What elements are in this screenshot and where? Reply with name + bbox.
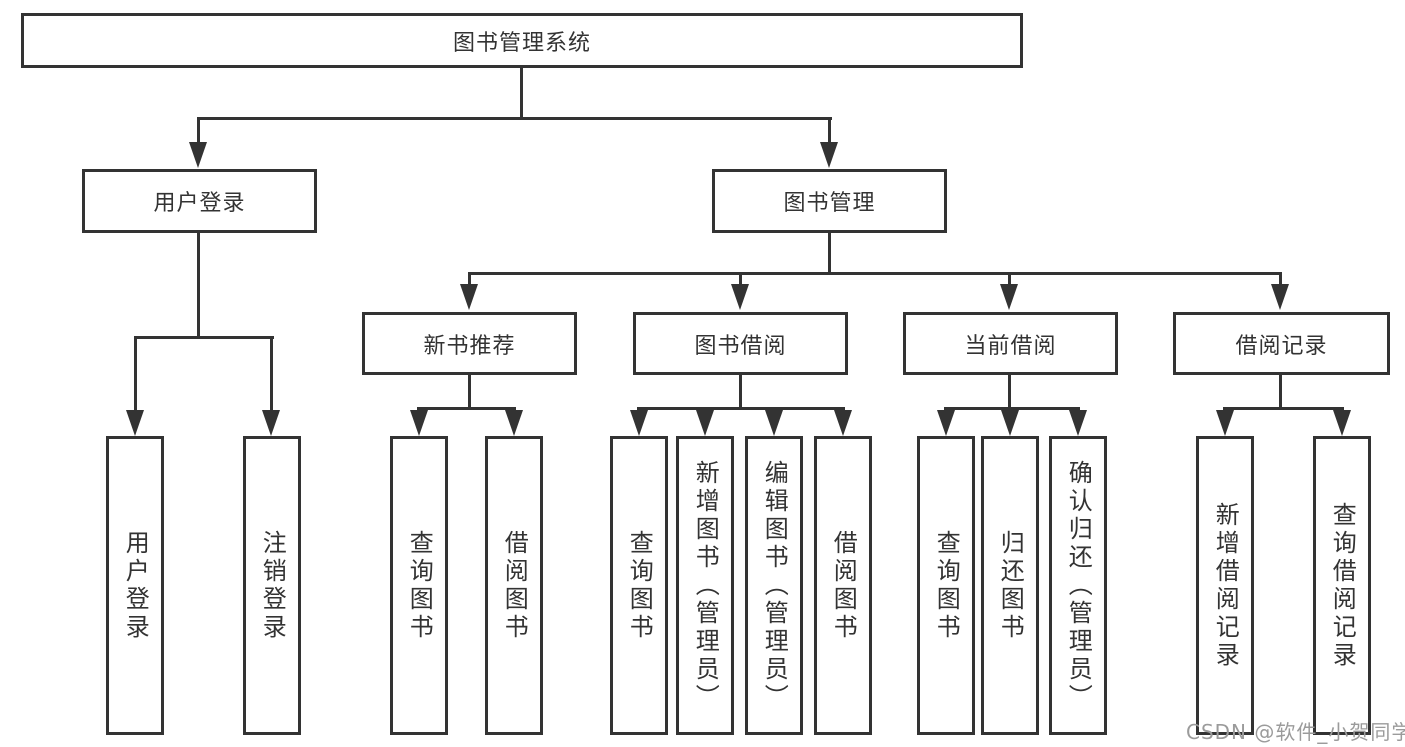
arrowhead-down [696,410,714,436]
arrowhead-down [126,410,144,436]
node-add-book-admin: 新增图书（管理员） [676,436,734,735]
node-edit-book-admin: 编辑图书（管理员） [745,436,803,735]
connector-line [828,117,831,143]
connector-line [828,233,831,275]
node-return-books: 归还图书 [981,436,1039,735]
node-new-book-recommendation: 新书推荐 [362,312,577,375]
arrowhead-down [262,410,280,436]
node-label: 注销登录 [258,529,287,642]
node-label: 查询借阅记录 [1328,501,1357,670]
connector-line [1008,272,1011,285]
node-label: 查询图书 [405,529,434,642]
arrowhead-down [189,142,207,168]
arrowhead-down [834,410,852,436]
connector-line [739,272,742,285]
node-add-borrow-record: 新增借阅记录 [1196,436,1254,735]
node-label: 借阅记录 [1235,333,1328,359]
node-confirm-return-admin: 确认归还（管理员） [1049,436,1107,735]
connector-line [1279,272,1282,285]
node-query-books-recommend: 查询图书 [390,436,448,735]
connector-line [1008,375,1011,410]
node-label: 借阅图书 [500,529,529,642]
arrowhead-down [820,142,838,168]
node-label: 查询图书 [932,529,961,642]
node-query-books-current: 查询图书 [917,436,975,735]
connector-line [197,117,832,120]
arrowhead-down [630,410,648,436]
node-user-login: 用户登录 [82,169,317,233]
watermark: CSDN @软件_小贺同学 [1186,720,1405,744]
node-borrow-books: 借阅图书 [814,436,872,735]
arrowhead-down [1271,284,1289,310]
connector-line [520,68,523,120]
node-query-borrow-record: 查询借阅记录 [1313,436,1371,735]
node-label: 图书管理系统 [452,30,591,56]
connector-line [197,233,200,338]
arrowhead-down [1001,410,1019,436]
node-label: 查询图书 [625,529,654,642]
node-label: 图书管理 [783,191,876,216]
node-label: 新增借阅记录 [1211,501,1240,670]
arrowhead-down [731,284,749,310]
arrowhead-down [505,410,523,436]
arrowhead-down [1069,410,1087,436]
arrowhead-down [1216,410,1234,436]
node-query-books-borrowing: 查询图书 [610,436,668,735]
node-library-management-system: 图书管理系统 [21,13,1023,68]
node-user-login-leaf: 用户登录 [106,436,164,735]
connector-line [134,336,137,410]
arrowhead-down [460,284,478,310]
node-label: 新书推荐 [423,333,516,359]
node-label: 确认归还（管理员） [1064,459,1093,712]
connector-line [1223,407,1344,410]
node-borrowing-records: 借阅记录 [1173,312,1390,375]
node-label: 借阅图书 [829,529,858,642]
connector-line [637,407,845,410]
node-borrow-books-recommend: 借阅图书 [485,436,543,735]
arrowhead-down [410,410,428,436]
arrowhead-down [1333,410,1351,436]
node-label: 当前借阅 [964,333,1057,359]
connector-line [468,272,471,285]
connector-line [270,336,273,410]
connector-line [134,336,274,339]
node-label: 归还图书 [996,529,1025,642]
connector-line [944,407,1080,410]
connector-line [468,375,471,410]
node-label: 新增图书（管理员） [691,459,720,712]
node-label: 用户登录 [153,191,246,216]
connector-line [468,272,1282,275]
connector-line [739,375,742,410]
arrowhead-down [765,410,783,436]
node-label: 用户登录 [121,529,150,642]
node-current-borrowing: 当前借阅 [903,312,1118,375]
arrowhead-down [937,410,955,436]
connector-line [197,117,200,143]
node-book-management: 图书管理 [712,169,947,233]
node-logout: 注销登录 [243,436,301,735]
node-label: 图书借阅 [694,333,787,359]
arrowhead-down [1000,284,1018,310]
node-label: 编辑图书（管理员） [760,459,789,712]
connector-line [1279,375,1282,410]
node-book-borrowing: 图书借阅 [633,312,848,375]
connector-line [417,407,516,410]
